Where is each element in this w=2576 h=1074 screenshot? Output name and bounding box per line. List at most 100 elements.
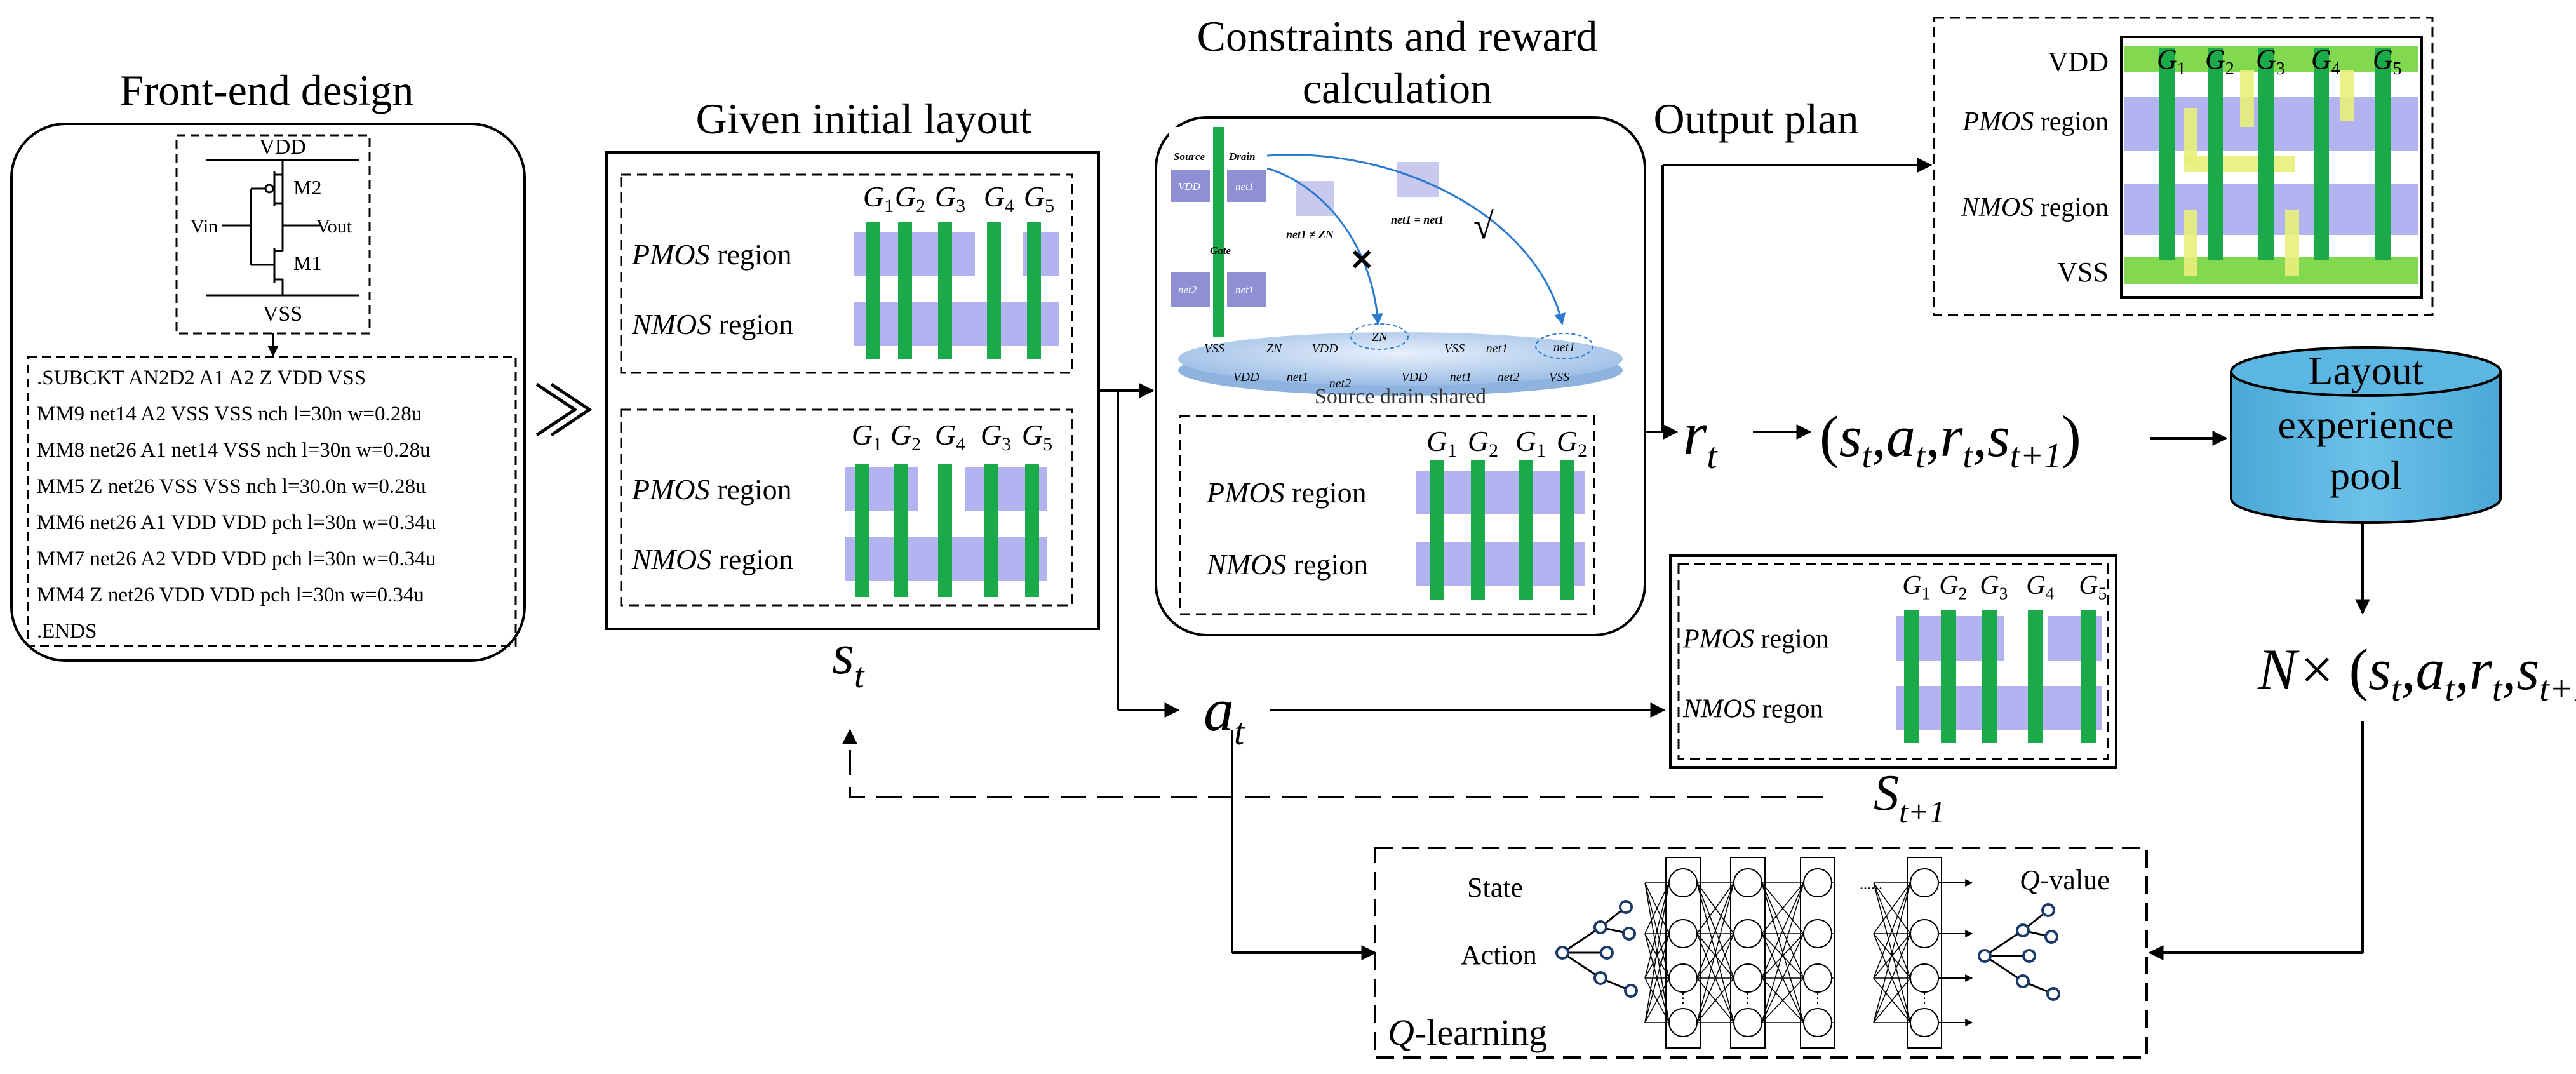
gate-label: G2 bbox=[1939, 571, 1967, 603]
flow-arrows bbox=[842, 158, 2370, 960]
initial-top-box bbox=[620, 173, 1073, 374]
contact-highlight bbox=[2240, 70, 2254, 127]
nn-neuron bbox=[1668, 1008, 1698, 1037]
gate-label: G2 bbox=[1468, 425, 1498, 461]
svg-text:net1: net1 bbox=[1235, 284, 1254, 296]
disk-label: Source drain shared bbox=[1315, 385, 1486, 408]
gate-bar bbox=[984, 464, 998, 597]
reward-rt: rt bbox=[1683, 399, 1718, 476]
svg-text:⋮: ⋮ bbox=[1741, 991, 1754, 1005]
cross-mark-icon: ✕ bbox=[1350, 244, 1374, 276]
nmos-region-label: NMOS regon bbox=[1682, 695, 1823, 724]
nn-neuron bbox=[1668, 919, 1698, 948]
frontend-section: Front-end design VDD VSS M2 bbox=[10, 66, 526, 662]
gate-label: G2 bbox=[890, 419, 921, 455]
q-state-label: State bbox=[1467, 872, 1523, 903]
gate-bar bbox=[1904, 610, 1919, 743]
netlist-line: MM4 Z net26 VDD VDD pch l=30n w=0.34u bbox=[37, 584, 424, 607]
nn-neuron bbox=[1910, 919, 1939, 948]
disk-net-label: net1 bbox=[1553, 340, 1575, 354]
next-state-box bbox=[1669, 554, 2117, 769]
constraint-arrow-fail bbox=[1266, 167, 1383, 325]
netlist-line: MM6 net26 A1 VDD VDD pch l=30n w=0.34u bbox=[37, 511, 436, 534]
disk-net-label: VDD bbox=[1311, 342, 1338, 356]
gate-bar bbox=[2028, 610, 2043, 743]
gate-label: G5 bbox=[2079, 571, 2107, 603]
netlist-line: MM8 net26 A1 net14 VSS nch l=30n w=0.28u bbox=[37, 439, 431, 462]
batch-tuple: N×(st,at,rt,st+1) bbox=[2257, 637, 2576, 709]
gate-label: G1 bbox=[863, 180, 894, 217]
gate-label: G1 bbox=[1902, 571, 1930, 603]
qlearning-section: State Action Q-value Q-value-learning ..… bbox=[1374, 847, 2148, 1059]
nmos-region-label: NMOS region bbox=[631, 308, 793, 340]
q-value-label: Q-value bbox=[2020, 864, 2110, 896]
initial-layout-title: Given initial layout bbox=[696, 95, 1032, 143]
label-drain: Drain bbox=[1228, 151, 1256, 163]
gate-label: G3 bbox=[1980, 571, 2008, 603]
contact-highlight bbox=[2340, 70, 2354, 121]
netlist-line: .ENDS bbox=[37, 620, 97, 643]
constraint-arrow-pass bbox=[1266, 154, 1566, 325]
gate-label: G4 bbox=[2311, 44, 2340, 79]
gate-bar bbox=[1560, 460, 1574, 600]
schematic-m2: M2 bbox=[293, 176, 321, 199]
disk-net-label: VSS bbox=[1204, 342, 1224, 356]
cell-net1-top bbox=[1227, 170, 1266, 202]
nn-neuron bbox=[1668, 963, 1698, 993]
gate-bar bbox=[2375, 48, 2391, 260]
netlist-line: MM7 net26 A2 VDD VDD pch l=30n w=0.34u bbox=[37, 547, 436, 570]
gate-bar bbox=[894, 464, 908, 597]
gate-label: G5 bbox=[1022, 419, 1052, 455]
pool-line-3: pool bbox=[2330, 453, 2402, 498]
label-source: Source bbox=[1174, 151, 1205, 163]
output-vdd-label: VDD bbox=[2048, 46, 2109, 77]
transition-tuple: (st,at,rt,st+1) bbox=[1820, 404, 2081, 476]
constraints-title-1: Constraints and reward bbox=[1197, 12, 1598, 60]
pool-line-2: experience bbox=[2277, 402, 2453, 447]
output-pmos-label: PMOS region bbox=[1962, 107, 2109, 137]
disk-net-label: ZN bbox=[1372, 330, 1388, 344]
nmos-region-label: NMOS region bbox=[1206, 548, 1368, 581]
contact-highlight bbox=[2184, 210, 2197, 276]
metal-highlight bbox=[2184, 156, 2295, 172]
gate-label: G4 bbox=[984, 180, 1014, 217]
svg-text:net2: net2 bbox=[1178, 284, 1197, 296]
svg-text:VDD: VDD bbox=[1178, 180, 1201, 192]
gate-bar bbox=[1025, 464, 1039, 597]
schematic-vin: Vin bbox=[191, 216, 218, 237]
q-action-label: Action bbox=[1461, 939, 1537, 970]
gate-bar bbox=[1941, 610, 1956, 743]
pool-line-1: Layout bbox=[2308, 348, 2424, 393]
gate-label: G1 bbox=[1515, 425, 1546, 461]
nn-neuron bbox=[1910, 963, 1939, 993]
netlist-box bbox=[27, 356, 517, 647]
gate-bar bbox=[855, 464, 869, 597]
pmos-region-label: PMOS region bbox=[1682, 625, 1829, 654]
gate-label: G1 bbox=[1426, 425, 1457, 461]
disk-net-label: net1 bbox=[1486, 342, 1508, 356]
gate-label: G1 bbox=[2157, 44, 2186, 79]
svg-text:⋮: ⋮ bbox=[1811, 991, 1824, 1005]
disk-net-label: net2 bbox=[1498, 370, 1519, 384]
nmos-region-bar bbox=[854, 302, 1059, 346]
constraints-layout-box bbox=[1179, 415, 1595, 615]
gate-label: G3 bbox=[935, 180, 965, 217]
pmos-region-label: PMOS region bbox=[631, 238, 792, 271]
gate-label: G5 bbox=[1024, 180, 1054, 217]
nn-layer bbox=[1800, 857, 1835, 1049]
inverter-schematic bbox=[222, 160, 321, 295]
check-mark-icon: √ bbox=[1473, 205, 1494, 246]
nn-neuron bbox=[1733, 963, 1762, 993]
neural-network: ......⋮⋮⋮⋮ bbox=[1644, 857, 1973, 1049]
gate-label: G4 bbox=[935, 419, 965, 455]
gate-bar bbox=[1027, 222, 1041, 359]
gate-bar bbox=[938, 464, 952, 597]
gate-label: G3 bbox=[981, 419, 1011, 455]
nn-neuron bbox=[1803, 963, 1832, 993]
qlearning-box bbox=[1374, 847, 2148, 1059]
